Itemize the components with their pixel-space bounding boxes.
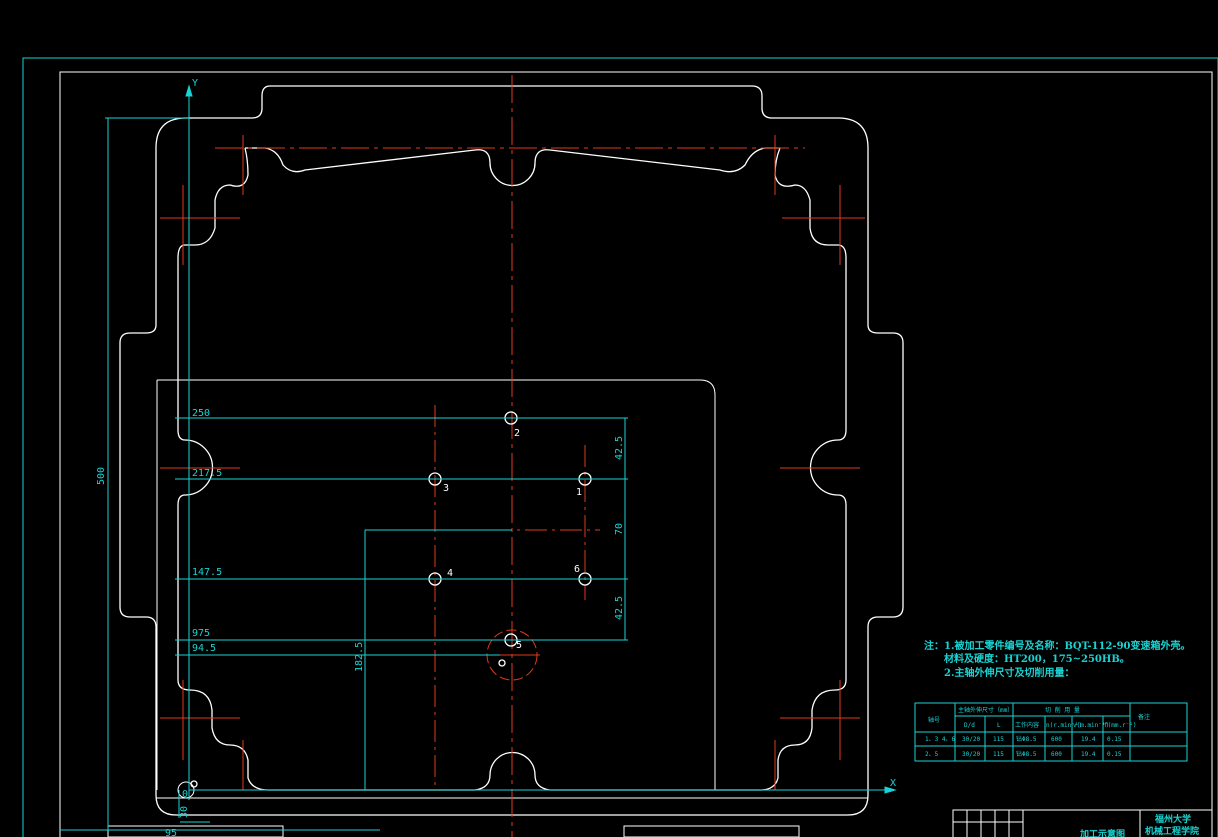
table-row1-n: 600 xyxy=(1051,736,1062,743)
table-row2-work: 钻Φ8.5 xyxy=(1016,750,1037,758)
table-row2-l: 115 xyxy=(993,751,1004,758)
fixture-plate xyxy=(157,379,716,790)
table-col-l: L xyxy=(997,722,1001,729)
dim-overall: 500 xyxy=(96,467,107,485)
table-row1-v: 19.4 xyxy=(1081,736,1096,743)
inner-frame xyxy=(59,71,1213,837)
title-school: 福州大学 xyxy=(1154,813,1191,825)
dim-70: 70 xyxy=(614,523,625,535)
hole-label-4: 4 xyxy=(447,568,453,579)
dim-217: 217.5 xyxy=(192,468,222,479)
table-col-work: 工作内容 xyxy=(1015,721,1039,729)
workpiece-outline xyxy=(119,85,904,816)
outer-frame xyxy=(22,57,1218,837)
title-block: 福州大学 机械工程学院 加工示意图 xyxy=(952,809,1213,837)
dim-42b: 42.5 xyxy=(614,596,625,620)
table-col-note: 备注 xyxy=(1138,713,1150,721)
spindle-table: 主轴外伸尺寸（mm） 切 削 用 量 轴号 D/d L 工作内容 n(r.min… xyxy=(914,702,1188,762)
table-row1-l: 115 xyxy=(993,736,1004,743)
table-row2-v: 19.4 xyxy=(1081,751,1096,758)
table-header-cut: 切 削 用 量 xyxy=(1045,706,1080,714)
table-col-n: n(r.min⁻¹) xyxy=(1046,722,1082,729)
dim-945: 94.5 xyxy=(192,643,216,654)
dim-bottom: 30 xyxy=(179,806,190,818)
table-row1-f: 0.15 xyxy=(1107,736,1122,743)
table-row2-n: 600 xyxy=(1051,751,1062,758)
hole-label-6: 6 xyxy=(574,564,580,575)
title-course: 机械工程学院 xyxy=(1145,825,1199,837)
hole-label-1: 1 xyxy=(576,487,582,498)
table-header-group: 主轴外伸尺寸（mm） xyxy=(958,706,1013,714)
dim-975: 975 xyxy=(192,628,210,639)
table-row2-no: 2、5 xyxy=(925,751,939,758)
note-line-3: 2.主轴外伸尺寸及切削用量： xyxy=(944,666,1074,679)
hole-label-5: 5 xyxy=(516,640,522,651)
dim-147: 147.5 xyxy=(192,567,222,578)
axis-x-label: X xyxy=(890,778,896,789)
origin-label: 0 xyxy=(182,789,188,800)
hole-label-2: 2 xyxy=(514,428,520,439)
table-row2-f: 0.15 xyxy=(1107,751,1122,758)
title-drawing: 加工示意图 xyxy=(1079,828,1125,837)
note-line-1: 注：1.被加工零件编号及名称：BQT-112-90变速箱外壳。 xyxy=(924,639,1190,652)
table-col-v: v(m.min⁻¹) xyxy=(1073,722,1109,729)
table-col-dd: D/d xyxy=(964,722,975,729)
table-col-no: 轴号 xyxy=(928,716,940,724)
table-row1-no: 1、3 4、6 xyxy=(925,736,955,743)
table-row2-dd: 30/20 xyxy=(962,751,980,758)
table-row1-work: 钻Φ8.5 xyxy=(1016,735,1037,743)
table-row1-dd: 30/20 xyxy=(962,736,980,743)
axis-y-label: Y xyxy=(192,78,198,89)
table-col-f: f(mm.r⁻¹) xyxy=(1104,722,1137,729)
hole-label-3: 3 xyxy=(443,483,449,494)
dim-42a: 42.5 xyxy=(614,436,625,460)
note-line-2: 材料及硬度：HT200，175~250HB。 xyxy=(944,652,1130,665)
dim-250: 250 xyxy=(192,408,210,419)
dim-182: 182.5 xyxy=(354,642,365,672)
dim-corner: 95 xyxy=(165,828,177,837)
